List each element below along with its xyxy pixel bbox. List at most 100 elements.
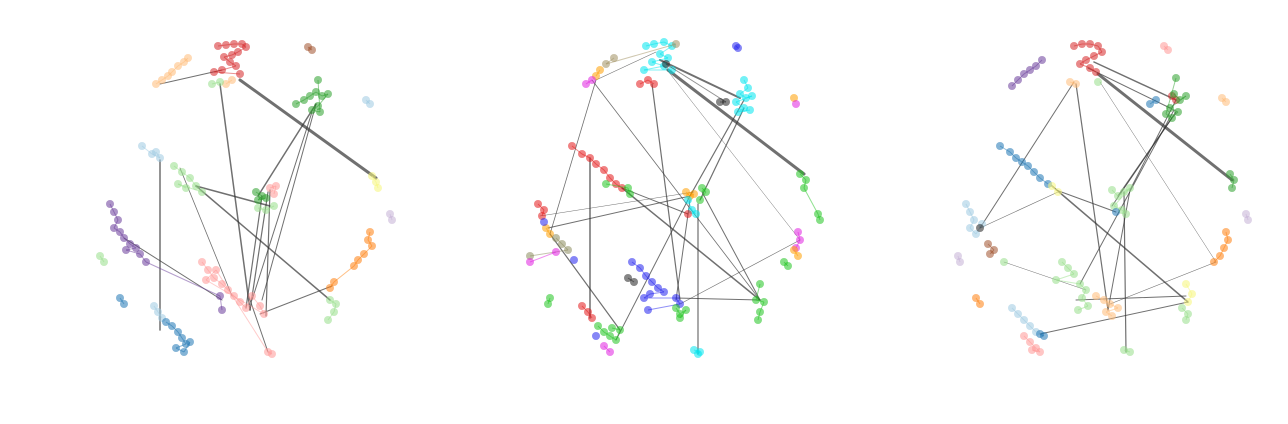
scatter-point xyxy=(120,234,128,242)
scatter-point xyxy=(672,294,680,302)
point-cluster-olive xyxy=(602,40,680,68)
scatter-point xyxy=(796,170,804,178)
point-cluster-red xyxy=(684,210,692,218)
scatter-point xyxy=(228,51,236,59)
scatter-point xyxy=(816,216,824,224)
point-cluster-pink xyxy=(1160,42,1172,54)
scatter-point xyxy=(212,266,220,274)
scatter-point xyxy=(976,224,984,232)
scatter-point xyxy=(702,188,710,196)
scatter-point xyxy=(1228,184,1236,192)
scatter-point xyxy=(156,154,164,162)
scatter-point xyxy=(1086,40,1094,48)
scatter-point xyxy=(552,234,560,242)
point-cluster-cyan xyxy=(690,346,704,358)
scatter-point xyxy=(552,248,560,256)
scatter-point xyxy=(996,142,1004,150)
scatter-point xyxy=(642,42,650,50)
scatter-point xyxy=(1112,208,1120,216)
scatter-point xyxy=(972,294,980,302)
scatter-point xyxy=(220,53,228,61)
scatter-point xyxy=(802,176,810,184)
scatter-point xyxy=(126,240,134,248)
scatter-point xyxy=(1170,90,1178,98)
graph-edge xyxy=(1109,261,1217,305)
scatter-point xyxy=(794,252,802,260)
scatter-point xyxy=(1146,100,1154,108)
scatter-point xyxy=(242,304,250,312)
scatter-point xyxy=(1070,270,1078,278)
scatter-point xyxy=(364,236,372,244)
point-cluster-lightorange xyxy=(1066,78,1080,88)
scatter-point xyxy=(636,264,644,272)
scatter-point xyxy=(1182,92,1190,100)
graph-edge xyxy=(621,187,761,301)
graph-edge xyxy=(1075,83,1109,311)
scatter-point xyxy=(716,98,724,106)
scatter-point xyxy=(648,58,656,66)
scatter-point xyxy=(644,306,652,314)
scatter-point xyxy=(152,80,160,88)
scatter-point xyxy=(204,266,212,274)
scatter-point xyxy=(174,180,182,188)
scatter-point xyxy=(754,316,762,324)
scatter-point xyxy=(262,194,270,202)
scatter-point xyxy=(242,43,250,51)
scatter-point xyxy=(1064,264,1072,272)
scatter-point xyxy=(324,316,332,324)
point-cluster-green xyxy=(292,76,332,116)
scatter-point xyxy=(1084,302,1092,310)
point-cluster-brown xyxy=(984,240,998,258)
scatter-point xyxy=(312,88,320,96)
scatter-point xyxy=(526,252,534,260)
scatter-point xyxy=(110,224,118,232)
graph-edge xyxy=(979,191,1059,229)
scatter-point xyxy=(1070,42,1078,50)
scatter-point xyxy=(1184,298,1192,306)
scatter-point xyxy=(1048,182,1056,190)
scatter-point xyxy=(972,230,980,238)
scatter-point xyxy=(588,76,596,84)
point-cluster-blue xyxy=(1112,208,1120,216)
point-cluster-cyan xyxy=(732,76,756,116)
scatter-point xyxy=(1020,70,1028,78)
graph-edge xyxy=(257,103,317,197)
scatter-point xyxy=(692,210,700,218)
scatter-point xyxy=(230,292,238,300)
scatter-point xyxy=(600,342,608,350)
scatter-point xyxy=(594,322,602,330)
cluster-link xyxy=(145,261,221,297)
scatter-point xyxy=(236,70,244,78)
scatter-point xyxy=(1094,78,1102,86)
scatter-point xyxy=(736,90,744,98)
scatter-point xyxy=(1036,174,1044,182)
point-cluster-orange xyxy=(972,294,984,308)
scatter-point xyxy=(588,314,596,322)
point-cluster-lightgreen xyxy=(1108,184,1134,218)
point-cluster-red xyxy=(568,142,626,192)
scatter-point xyxy=(270,202,278,210)
scatter-point xyxy=(756,280,764,288)
scatter-point xyxy=(1182,280,1190,288)
graph-edge xyxy=(539,191,695,217)
scatter-point xyxy=(526,258,534,266)
scatter-point xyxy=(270,190,278,198)
scatter-point xyxy=(1188,290,1196,298)
graph-edge xyxy=(666,68,806,176)
scatter-point xyxy=(234,48,242,56)
point-cluster-magenta xyxy=(582,76,596,88)
scatter-point xyxy=(106,200,114,208)
graph-edge xyxy=(549,79,597,235)
scatter-point xyxy=(360,250,368,258)
scatter-point xyxy=(210,274,218,282)
graph-edge xyxy=(1099,81,1217,263)
scatter-point xyxy=(1102,308,1110,316)
scatter-point xyxy=(326,284,334,292)
graph-panel-right xyxy=(954,40,1252,356)
scatter-point xyxy=(734,44,742,52)
scatter-point xyxy=(218,280,226,288)
scatter-point xyxy=(1082,56,1090,64)
scatter-point xyxy=(650,40,658,48)
point-cluster-magenta xyxy=(526,248,560,266)
scatter-point xyxy=(578,302,586,310)
